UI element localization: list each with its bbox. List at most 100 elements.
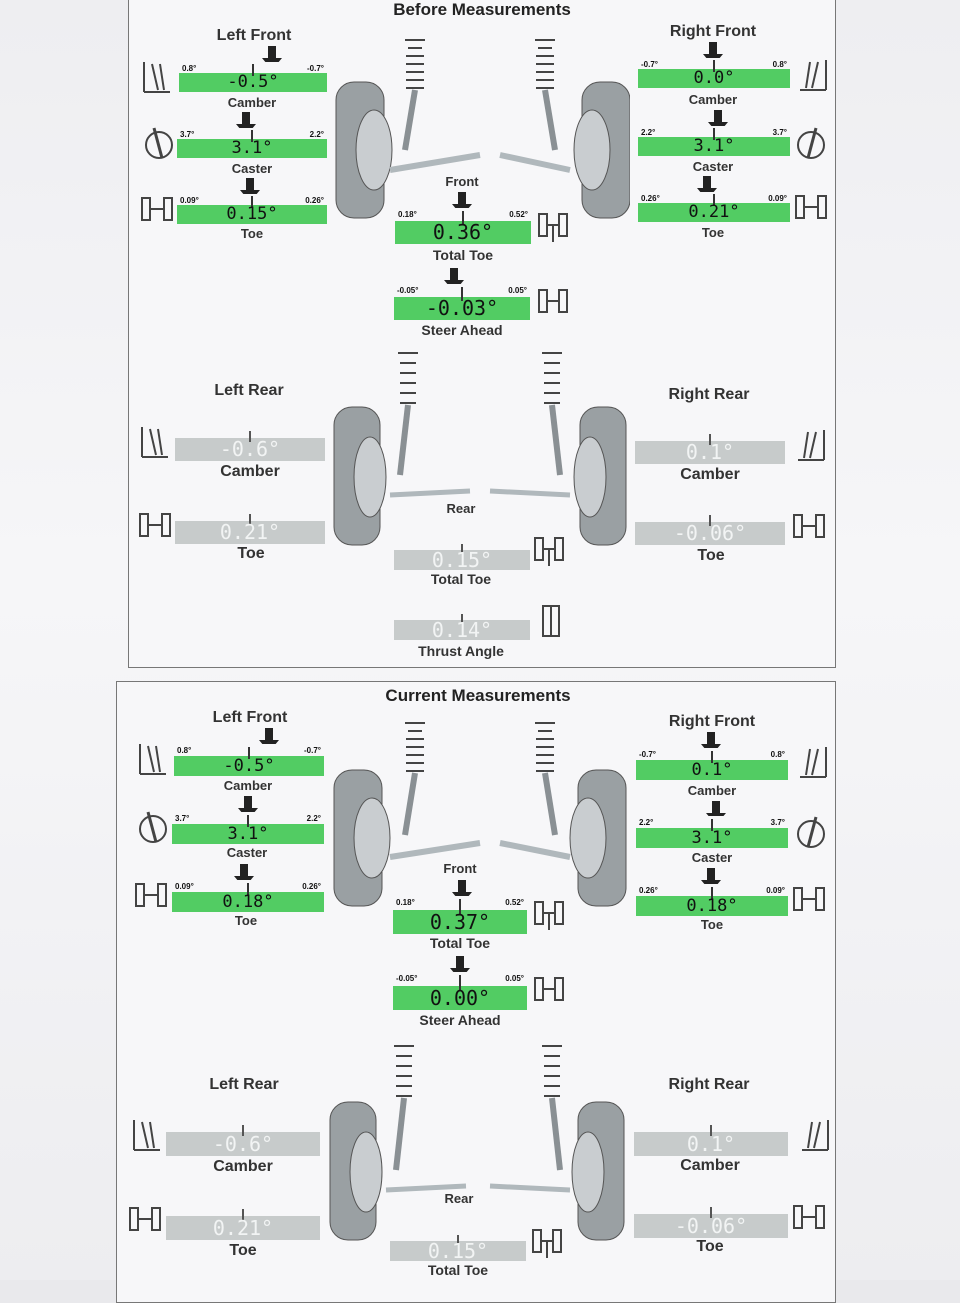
before-rf-toe-gauge: 0.26°0.09° 0.21° bbox=[638, 192, 790, 222]
front-suspension-illustration bbox=[333, 722, 627, 907]
toe-wheels-icon bbox=[795, 195, 827, 219]
current-rr-toe-caption: Toe bbox=[696, 1238, 724, 1255]
total-toe-icon bbox=[532, 1229, 562, 1258]
thrust-angle-icon bbox=[542, 605, 560, 637]
current-lf-toe-caption: Toe bbox=[234, 913, 258, 928]
before-lf-caster-caption: Caster bbox=[231, 161, 273, 176]
toe-wheels-icon bbox=[793, 514, 825, 538]
total-toe-icon bbox=[534, 901, 564, 930]
current-rf-camber-gauge: -0.7°0.8° 0.1° bbox=[636, 748, 788, 780]
before-rf-camber-gauge: -0.7°0.8° 0.0° bbox=[638, 58, 790, 88]
current-lr-camber-caption: Camber bbox=[213, 1158, 273, 1175]
current-steer-ahead-caption: Steer Ahead bbox=[419, 1012, 501, 1028]
current-left-rear-label: Left Rear bbox=[209, 1076, 279, 1093]
before-left-rear-label: Left Rear bbox=[214, 382, 284, 399]
current-lr-camber-gauge: -0.6° bbox=[166, 1118, 320, 1156]
before-rf-toe-caption: Toe bbox=[701, 225, 725, 240]
current-title: Current Measurements bbox=[385, 686, 571, 705]
current-lr-toe-caption: Toe bbox=[229, 1242, 257, 1259]
current-rear-label: Rear bbox=[444, 1191, 474, 1206]
current-rear-total-toe-gauge: 0.15° bbox=[390, 1229, 526, 1263]
steer-ahead-icon bbox=[534, 977, 564, 1001]
current-lf-caster-caption: Caster bbox=[226, 845, 268, 860]
before-lf-caster-gauge: 3.7°2.2° 3.1° bbox=[177, 128, 327, 158]
current-right-front-label: Right Front bbox=[668, 713, 756, 730]
toe-wheels-icon bbox=[139, 513, 171, 537]
current-right-rear-label: Right Rear bbox=[668, 1076, 750, 1093]
caster-wheel-icon bbox=[145, 127, 173, 159]
camber-wheel-icon bbox=[800, 60, 827, 91]
before-rr-camber-caption: Camber bbox=[680, 466, 740, 483]
total-toe-icon bbox=[534, 537, 564, 566]
camber-wheel-icon bbox=[141, 427, 168, 458]
before-lf-camber-gauge: 0.8°-0.7° -0.5° bbox=[179, 62, 327, 92]
camber-wheel-icon bbox=[143, 62, 170, 93]
before-left-front-label: Left Front bbox=[216, 27, 292, 44]
toe-wheels-icon bbox=[793, 1205, 825, 1229]
before-lr-camber-caption: Camber bbox=[220, 463, 280, 480]
before-rr-toe-gauge: -0.06° bbox=[635, 509, 785, 545]
current-lr-toe-gauge: 0.21° bbox=[166, 1202, 320, 1240]
current-steer-ahead-gauge: -0.05°0.05° 0.00° bbox=[393, 972, 527, 1010]
before-lf-camber-caption: Camber bbox=[227, 95, 277, 110]
current-lf-toe-gauge: 0.09°0.26° 0.18° bbox=[172, 880, 324, 912]
before-rear-total-toe-gauge: 0.15° bbox=[394, 538, 530, 572]
caster-wheel-icon bbox=[797, 127, 825, 159]
before-lf-toe-gauge: 0.09°0.26° 0.15° bbox=[177, 194, 327, 224]
front-right-wheel bbox=[573, 81, 630, 219]
before-right-front-label: Right Front bbox=[669, 23, 757, 40]
current-rf-toe-gauge: 0.26°0.09° 0.18° bbox=[636, 884, 788, 916]
front-left-wheel bbox=[335, 81, 393, 219]
before-total-toe-caption: Total Toe bbox=[432, 247, 494, 263]
steer-ahead-icon bbox=[538, 289, 568, 313]
before-thrust-angle-caption: Thrust Angle bbox=[418, 643, 504, 659]
front-suspension-illustration bbox=[335, 39, 630, 219]
caster-wheel-icon bbox=[797, 816, 825, 848]
before-front-label: Front bbox=[445, 174, 479, 189]
before-right-rear-label: Right Rear bbox=[668, 386, 750, 403]
before-front-total-toe-gauge: 0.18°0.52° 0.36° bbox=[395, 208, 531, 244]
current-front-total-toe-gauge: 0.18°0.52° 0.37° bbox=[393, 896, 527, 934]
before-rf-caster-gauge: 2.2°3.7° 3.1° bbox=[638, 126, 790, 156]
camber-wheel-icon bbox=[139, 744, 166, 775]
before-lf-toe-caption: Toe bbox=[240, 226, 264, 241]
current-rf-caster-gauge: 2.2°3.7° 3.1° bbox=[636, 816, 788, 848]
toe-wheels-icon bbox=[793, 887, 825, 911]
camber-wheel-icon bbox=[802, 1120, 829, 1151]
camber-wheel-icon bbox=[798, 430, 825, 461]
before-rear-total-toe-caption: Total Toe bbox=[430, 571, 492, 587]
current-lf-camber-caption: Camber bbox=[223, 778, 273, 793]
before-steer-ahead-gauge: -0.05°0.05° -0.03° bbox=[394, 284, 530, 320]
current-rf-camber-caption: Camber bbox=[687, 783, 737, 798]
current-rr-camber-gauge: 0.1° bbox=[634, 1118, 788, 1156]
camber-wheel-icon bbox=[133, 1120, 160, 1151]
before-lr-toe-caption: Toe bbox=[237, 545, 265, 562]
current-lf-camber-gauge: 0.8°-0.7° -0.5° bbox=[174, 744, 324, 776]
total-toe-icon bbox=[538, 213, 568, 242]
camber-wheel-icon bbox=[800, 747, 827, 778]
current-rr-camber-caption: Camber bbox=[680, 1157, 740, 1174]
toe-wheels-icon bbox=[135, 883, 167, 907]
before-rear-label: Rear bbox=[446, 501, 476, 516]
before-thrust-angle-gauge: 0.14° bbox=[394, 608, 530, 642]
before-rf-camber-caption: Camber bbox=[688, 92, 738, 107]
current-rf-caster-caption: Caster bbox=[691, 850, 733, 865]
before-rf-caster-caption: Caster bbox=[692, 159, 734, 174]
current-lf-caster-gauge: 3.7°2.2° 3.1° bbox=[172, 812, 324, 844]
before-lr-toe-gauge: 0.21° bbox=[175, 508, 325, 544]
toe-wheels-icon bbox=[141, 197, 173, 221]
before-rr-camber-gauge: 0.1° bbox=[635, 428, 785, 464]
before-lr-camber-gauge: -0.6° bbox=[175, 425, 325, 461]
before-steer-ahead-caption: Steer Ahead bbox=[421, 322, 503, 338]
front-left-strut bbox=[389, 39, 481, 173]
caster-wheel-icon bbox=[139, 811, 167, 843]
current-front-label: Front bbox=[443, 861, 477, 876]
current-left-front-label: Left Front bbox=[212, 709, 288, 726]
toe-wheels-icon bbox=[129, 1207, 161, 1231]
current-total-toe-caption: Total Toe bbox=[429, 935, 491, 951]
rear-suspension-illustration bbox=[329, 1045, 625, 1241]
before-rr-toe-caption: Toe bbox=[697, 547, 725, 564]
before-title: Before Measurements bbox=[393, 0, 571, 19]
current-rear-total-toe-caption: Total Toe bbox=[427, 1262, 489, 1278]
